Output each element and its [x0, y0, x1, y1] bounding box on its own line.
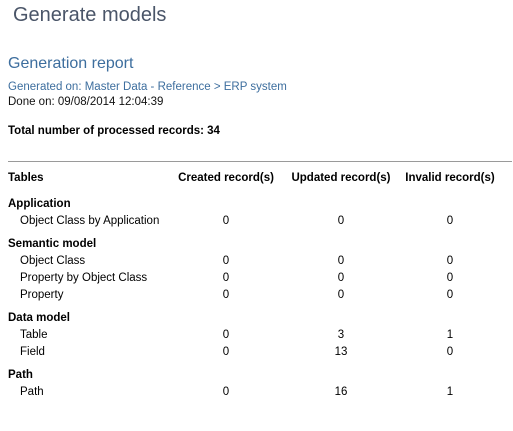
created-count: 0 [222, 329, 230, 341]
updated-count: 0 [337, 255, 345, 267]
report-table: Tables Created record(s) Updated record(… [8, 168, 508, 401]
row-name: Field [20, 346, 45, 358]
created-count: 0 [222, 346, 230, 358]
invalid-count: 1 [446, 329, 454, 341]
group-header: Data model [8, 310, 508, 327]
group-label-semantic-model: Semantic model [8, 238, 97, 250]
created-count: 0 [222, 215, 230, 227]
created-count: 0 [222, 289, 230, 301]
group-label-application: Application [8, 198, 71, 210]
group-header: Semantic model [8, 236, 508, 253]
invalid-count: 0 [446, 289, 454, 301]
table-row: Object Class by Application 0 0 0 [8, 213, 508, 230]
header-invalid: Invalid record(s) [405, 172, 495, 184]
created-count: 0 [222, 272, 230, 284]
updated-count: 0 [337, 289, 345, 301]
invalid-count: 0 [446, 272, 454, 284]
group-label-path: Path [8, 369, 33, 381]
invalid-count: 0 [446, 215, 454, 227]
header-updated: Updated record(s) [291, 172, 391, 184]
updated-count: 0 [337, 272, 345, 284]
row-name: Table [20, 329, 48, 341]
updated-count: 16 [334, 386, 348, 398]
group-header: Path [8, 367, 508, 384]
updated-count: 13 [334, 346, 348, 358]
table-row: Object Class 0 0 0 [8, 253, 508, 270]
row-name: Property by Object Class [20, 272, 148, 284]
divider [8, 161, 512, 162]
row-name: Object Class by Application [20, 215, 160, 227]
table-row: Property 0 0 0 [8, 287, 508, 304]
table-row: Path 0 16 1 [8, 384, 508, 401]
created-count: 0 [222, 255, 230, 267]
row-name: Property [20, 289, 64, 301]
updated-count: 3 [337, 329, 345, 341]
created-count: 0 [222, 386, 230, 398]
total-records-text: Total number of processed records: 34 [8, 125, 220, 137]
row-name: Path [20, 386, 44, 398]
table-row: Property by Object Class 0 0 0 [8, 270, 508, 287]
generated-on-text: Generated on: Master Data - Reference > … [8, 81, 287, 93]
invalid-count: 0 [446, 255, 454, 267]
table-row: Table 0 3 1 [8, 327, 508, 344]
row-name: Object Class [20, 255, 86, 267]
header-tables: Tables [8, 172, 44, 184]
header-created: Created record(s) [178, 172, 274, 184]
group-header: Application [8, 196, 508, 213]
group-label-data-model: Data model [8, 312, 70, 324]
page-title: Generate models [13, 4, 167, 26]
table-row: Field 0 13 0 [8, 344, 508, 361]
done-on-text: Done on: 09/08/2014 12:04:39 [8, 96, 164, 108]
updated-count: 0 [337, 215, 345, 227]
invalid-count: 0 [446, 346, 454, 358]
invalid-count: 1 [446, 386, 454, 398]
report-title: Generation report [8, 55, 134, 72]
table-header-row: Tables Created record(s) Updated record(… [8, 168, 508, 188]
